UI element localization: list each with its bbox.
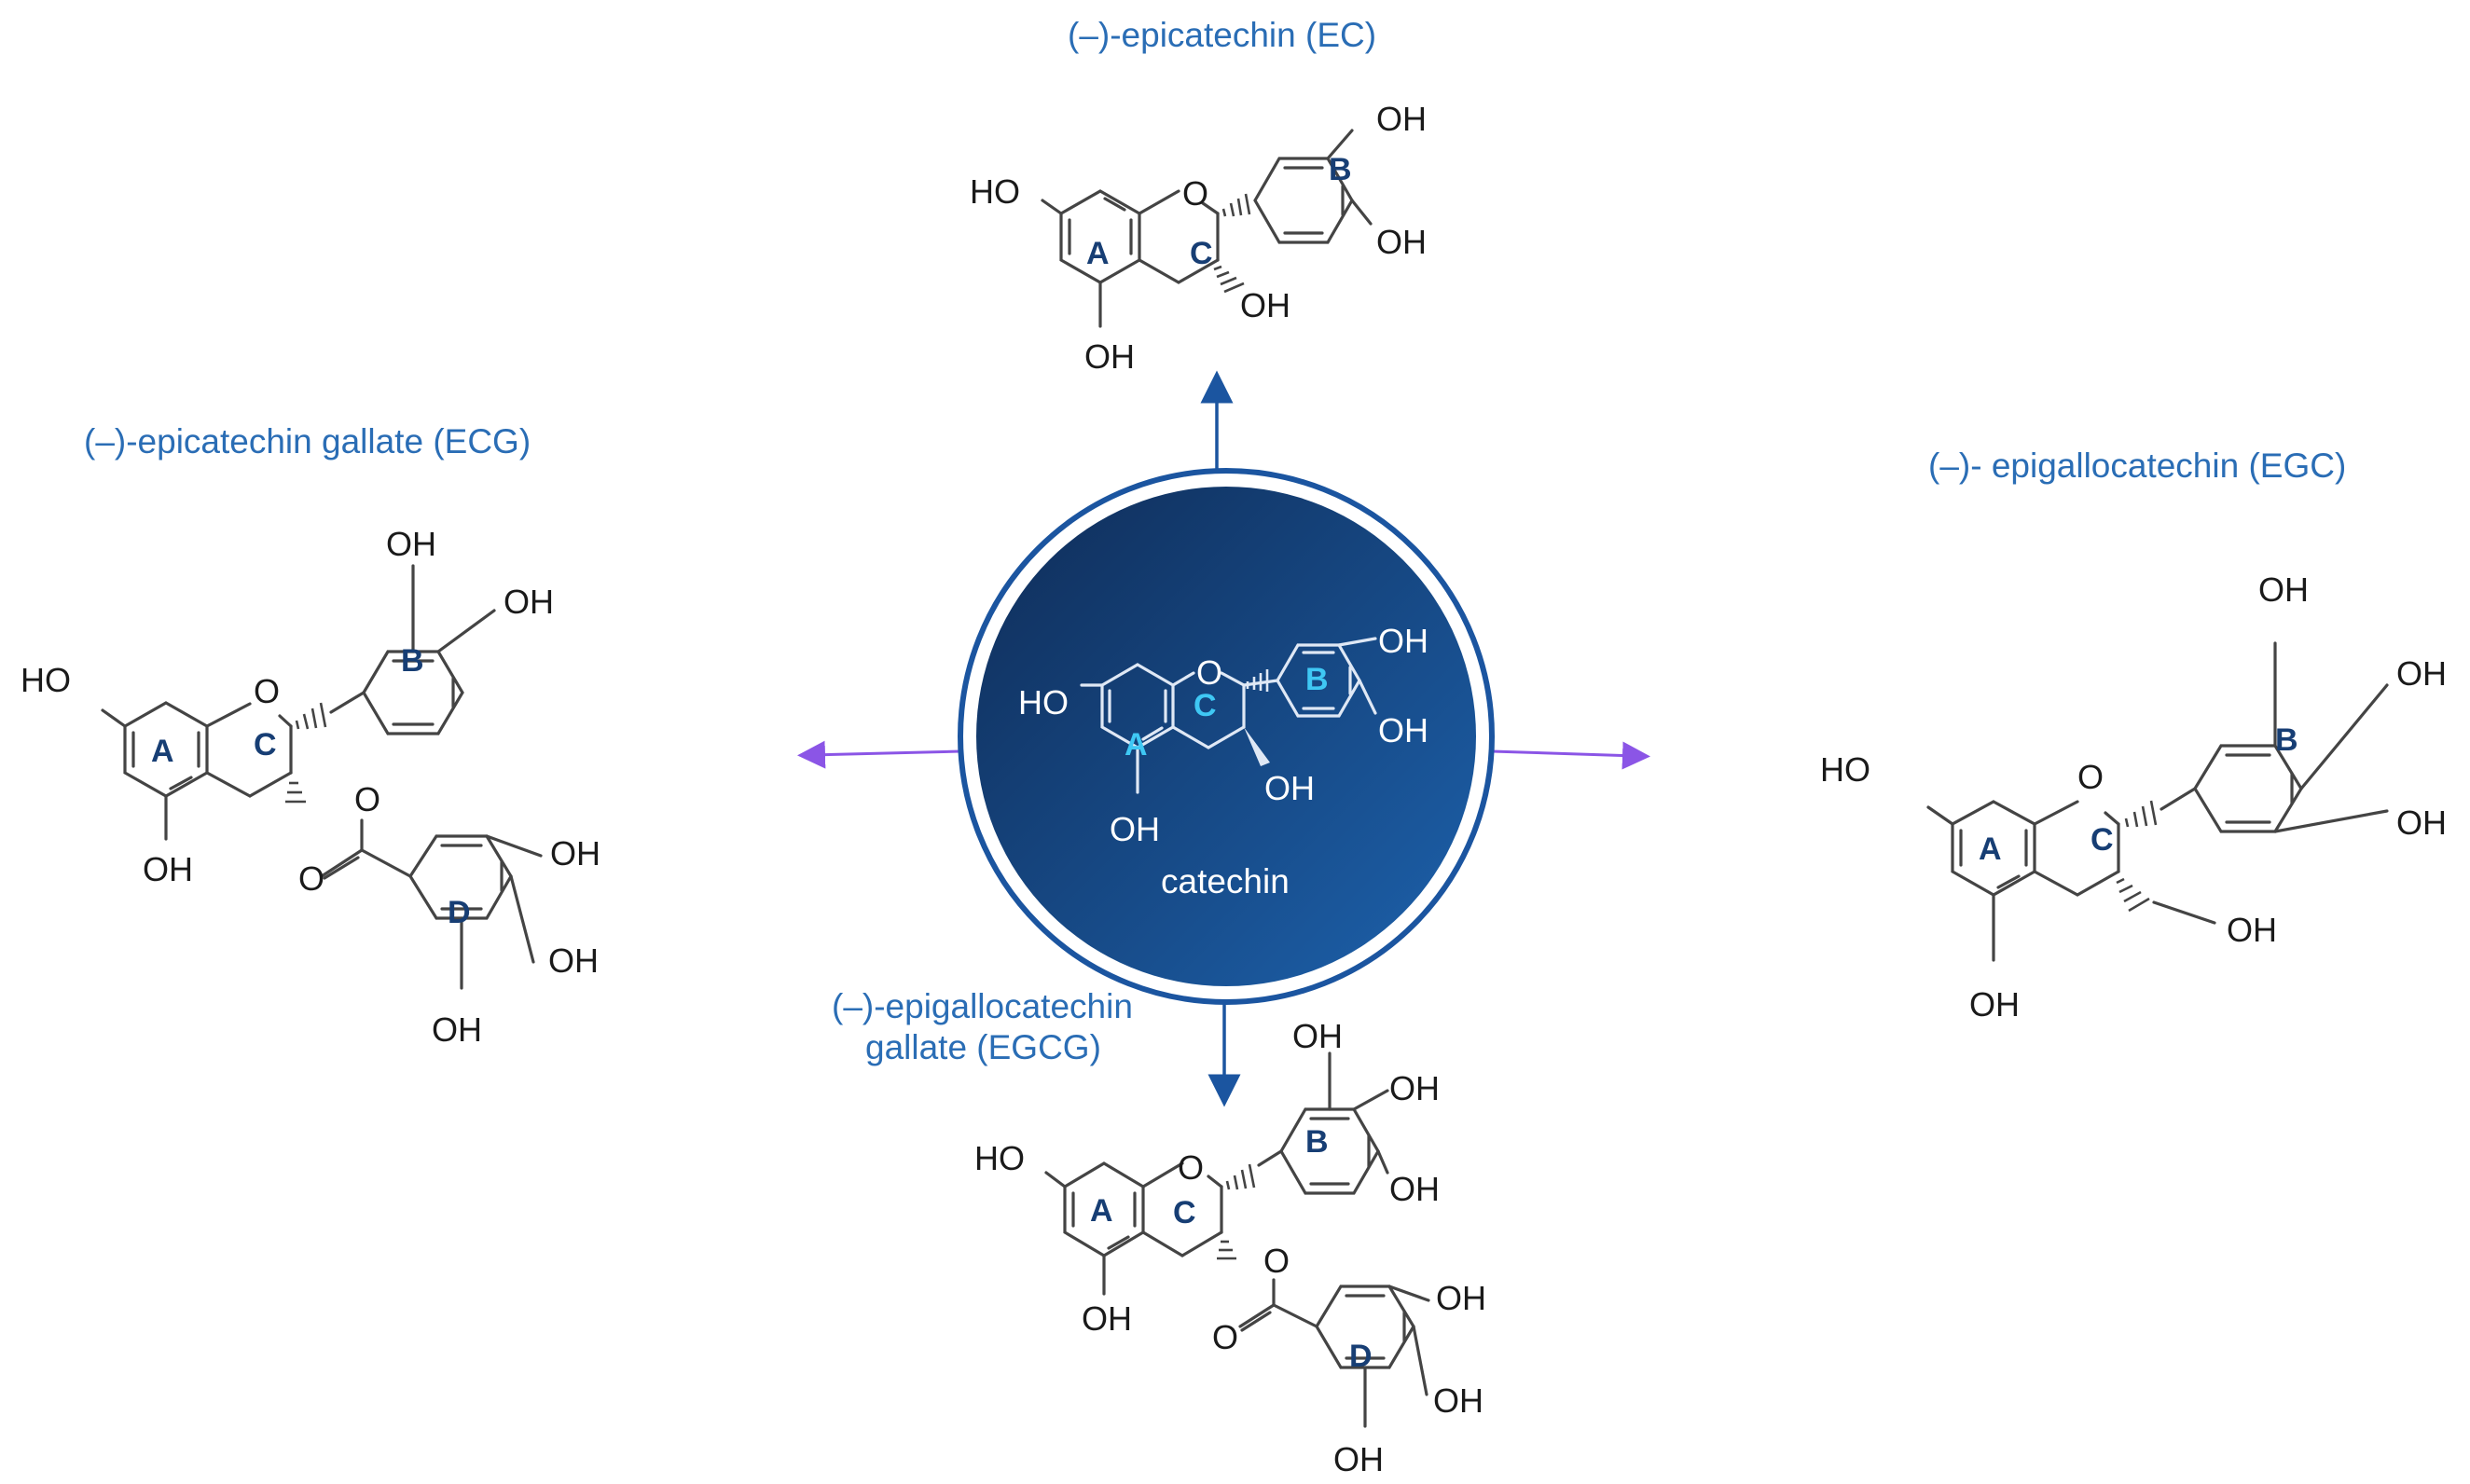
arrows [797, 370, 1650, 1107]
ecg-oh-d-3: OH [432, 1010, 482, 1049]
ecg-ester-o: O [354, 780, 380, 818]
ec-oh-b-upper: OH [1376, 100, 1427, 138]
egcg-oh-bottom: OH [1082, 1299, 1132, 1338]
catechin-oh-a-bottom: OH [1110, 810, 1160, 848]
ecg-oh-d-1: OH [550, 834, 600, 873]
egc-oh-bottom: OH [1969, 985, 2020, 1024]
arrow-left [797, 740, 961, 769]
egcg-o-atom: O [1178, 1148, 1204, 1187]
egc-ring-b: B [2275, 722, 2298, 758]
ec-ring-c: C [1190, 236, 1213, 271]
ecg-carbonyl-o: O [298, 859, 324, 898]
egc-o-atom: O [2077, 758, 2104, 796]
egcg-oh-d-1: OH [1436, 1279, 1486, 1317]
ec-oh-c3: OH [1240, 286, 1290, 324]
ec-o-atom: O [1182, 174, 1208, 213]
ec-ring-b: B [1329, 152, 1352, 187]
egc-oh-b-mid: OH [2396, 654, 2447, 693]
catechin-ring-b: B [1305, 662, 1329, 697]
ec-oh-b-lower: OH [1376, 223, 1427, 261]
egcg-ester-o: O [1263, 1242, 1290, 1280]
ecg-o-atom: O [254, 672, 280, 710]
ecg-structure: (–)-epicatechin gallate (ECG) O HO OH O … [21, 422, 600, 1049]
catechin-ring-a: A [1125, 727, 1148, 763]
egc-ring-c: C [2091, 822, 2114, 858]
catechin-oh-b-upper: OH [1378, 622, 1428, 660]
catechin-ring-c: C [1194, 688, 1217, 723]
egc-oh-b-low: OH [2396, 804, 2447, 842]
egc-oh-c3: OH [2227, 911, 2277, 949]
egcg-ring-a: A [1090, 1193, 1113, 1229]
ecg-ring-d: D [448, 895, 471, 930]
egcg-oh-b-mid: OH [1389, 1069, 1440, 1107]
egcg-oh-d-3: OH [1333, 1440, 1384, 1478]
ec-caption: (–)-epicatechin (EC) [1068, 16, 1376, 54]
egcg-ring-c: C [1173, 1195, 1196, 1230]
egc-ho: HO [1820, 750, 1870, 789]
egcg-carbonyl-o: O [1212, 1318, 1238, 1356]
egcg-oh-b-low: OH [1389, 1170, 1440, 1208]
ecg-caption: (–)-epicatechin gallate (ECG) [84, 422, 531, 460]
ecg-oh-bottom: OH [143, 850, 193, 888]
catechin-label: catechin [1161, 862, 1290, 900]
ecg-ho: HO [21, 661, 71, 699]
egcg-structure: (–)-epigallocatechin gallate (EGCG) O HO… [832, 987, 1486, 1478]
catechin-ho-a: HO [1018, 683, 1069, 721]
egcg-caption-line1: (–)-epigallocatechin [832, 987, 1133, 1025]
catechin-oh-c3: OH [1264, 769, 1315, 807]
ec-oh-bottom: OH [1084, 337, 1135, 376]
ecg-ring-c: C [254, 727, 277, 763]
ec-structure: (–)-epicatechin (EC) O HO OH OH [970, 16, 1427, 376]
ecg-oh-b-right: OH [504, 583, 554, 621]
ec-ring-a: A [1086, 236, 1110, 271]
egc-ring-a: A [1979, 831, 2002, 867]
catechin-structure: O HO OH OH OH [1018, 622, 1428, 900]
ecg-oh-b-upper: OH [386, 525, 436, 563]
egcg-oh-b-top: OH [1292, 1017, 1343, 1055]
egcg-ho: HO [974, 1139, 1025, 1177]
egc-oh-b-top: OH [2258, 570, 2309, 609]
catechin-hub: O HO OH OH OH [958, 468, 1495, 1005]
ecg-ring-a: A [151, 734, 174, 769]
egcg-ring-d: D [1349, 1339, 1373, 1374]
egc-structure: (–)- epigallocatechin (EGC) O HO OH OH [1820, 447, 2447, 1024]
ecg-ring-b: B [401, 643, 424, 679]
ecg-oh-d-2: OH [548, 941, 599, 980]
arrow-right [1491, 741, 1650, 770]
egc-caption: (–)- epigallocatechin (EGC) [1928, 447, 2346, 485]
catechin-o-atom: O [1196, 653, 1222, 692]
egcg-caption-line2: gallate (EGCG) [865, 1028, 1101, 1066]
egcg-ring-b: B [1305, 1124, 1329, 1160]
catechin-oh-b-lower: OH [1378, 711, 1428, 749]
ec-ho: HO [970, 172, 1020, 211]
egcg-oh-d-2: OH [1433, 1381, 1483, 1420]
